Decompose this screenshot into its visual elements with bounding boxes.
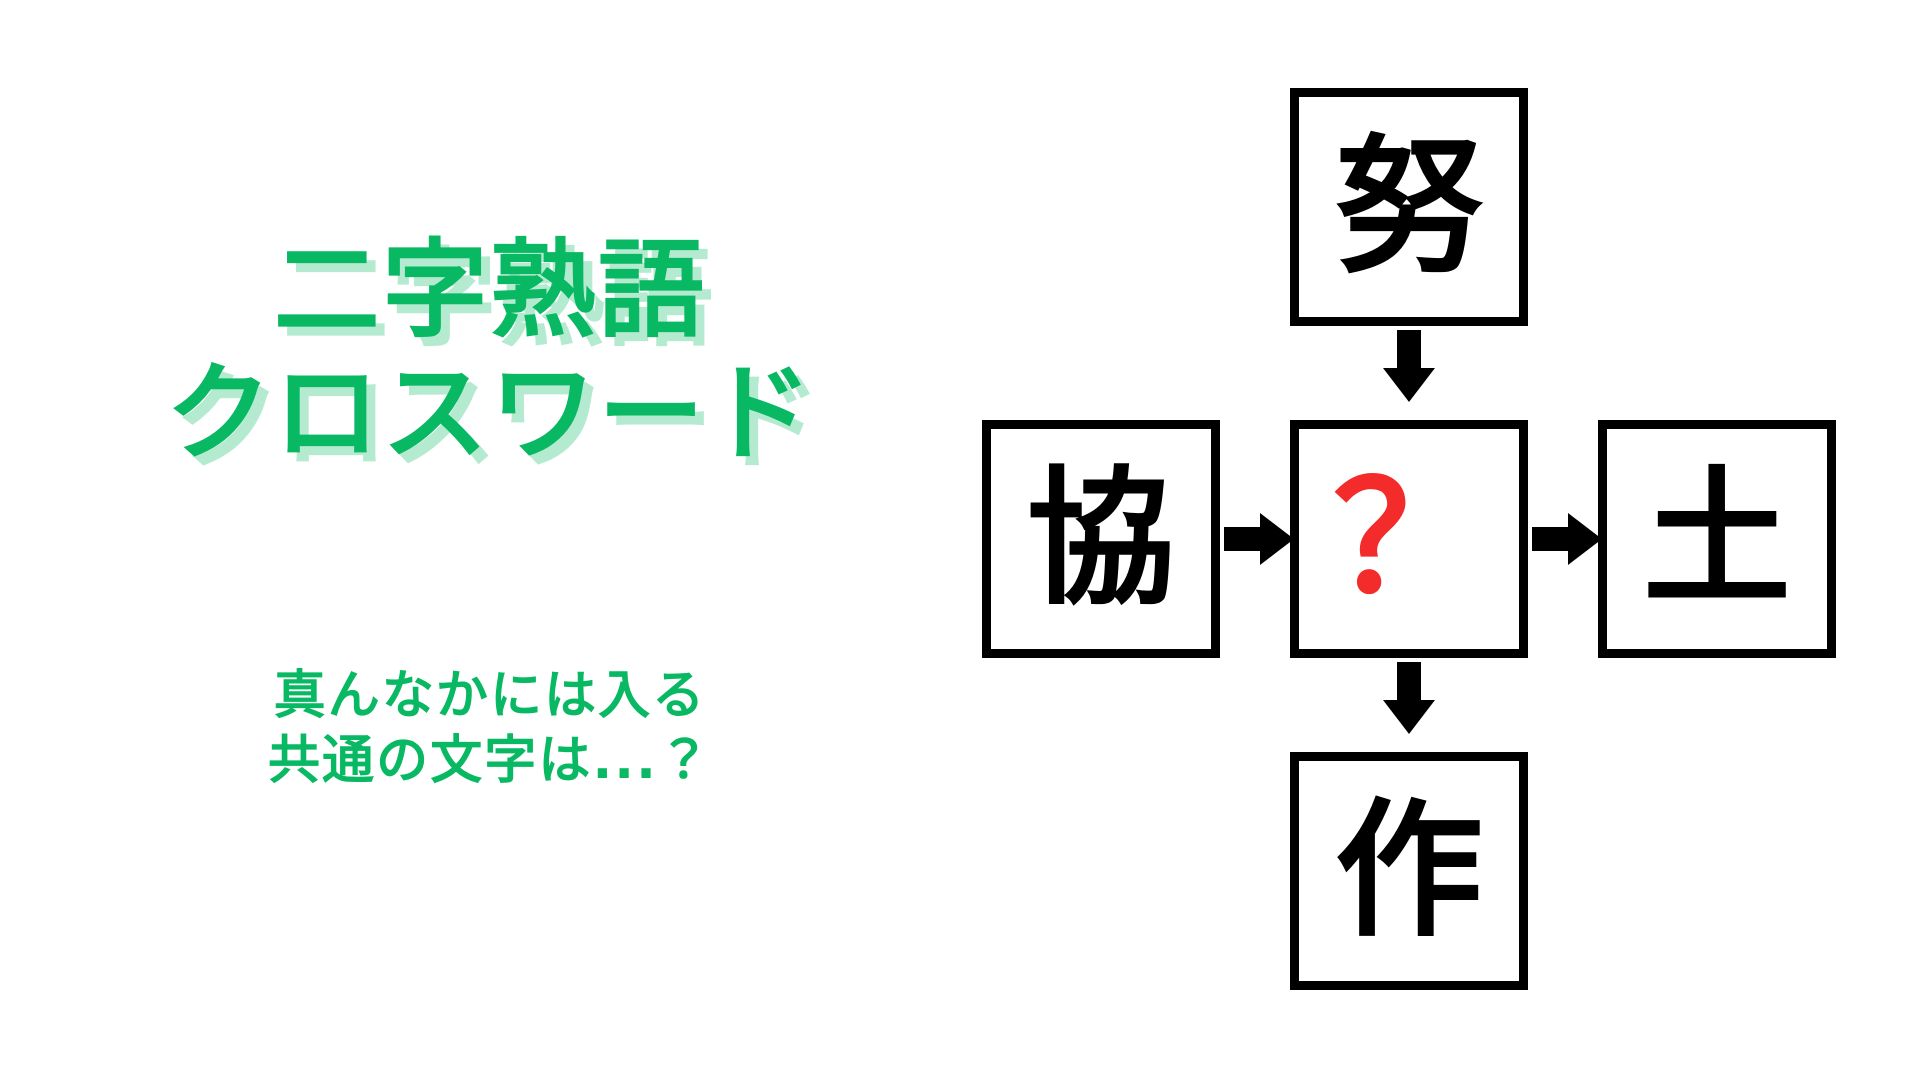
crossword-cell-bottom-char: 作 <box>1335 785 1483 957</box>
title-block: 二字熟語 クロスワード <box>0 229 980 475</box>
arrow-head <box>1383 700 1435 734</box>
arrow-head <box>1383 368 1435 402</box>
crossword-diagram: 努 協 ？ 土 作 <box>960 0 1920 1080</box>
arrow-shaft <box>1532 527 1572 551</box>
arrow-down-icon-center-to-bottom <box>1383 662 1435 738</box>
crossword-cell-left: 協 <box>982 420 1220 658</box>
crossword-cell-left-char: 協 <box>1027 453 1175 625</box>
subtitle-line-2: 共通の文字は...？ <box>267 731 713 791</box>
title-line-2: クロスワード <box>165 351 815 475</box>
crossword-cell-top-char: 努 <box>1335 121 1483 293</box>
title-line-1: 二字熟語 <box>273 229 707 352</box>
arrow-shaft <box>1224 527 1264 551</box>
subtitle-block: 真んなかには入る 共通の文字は...？ <box>0 664 980 794</box>
subtitle-line-1: 真んなかには入る <box>273 666 707 726</box>
arrow-head <box>1260 513 1294 565</box>
crossword-cell-top: 努 <box>1290 88 1528 326</box>
crossword-cell-right-char: 土 <box>1643 453 1791 625</box>
arrow-shaft <box>1397 662 1421 704</box>
crossword-cell-bottom: 作 <box>1290 752 1528 990</box>
arrow-down-icon-top-to-center <box>1383 330 1435 406</box>
crossword-cell-center[interactable]: ？ <box>1290 420 1528 658</box>
arrow-right-icon-center-to-right <box>1532 513 1604 565</box>
arrow-shaft <box>1397 330 1421 372</box>
crossword-cell-right: 土 <box>1598 420 1836 658</box>
arrow-head <box>1568 513 1602 565</box>
crossword-cell-center-char: ？ <box>1333 450 1485 627</box>
arrow-right-icon-left-to-center <box>1224 513 1296 565</box>
